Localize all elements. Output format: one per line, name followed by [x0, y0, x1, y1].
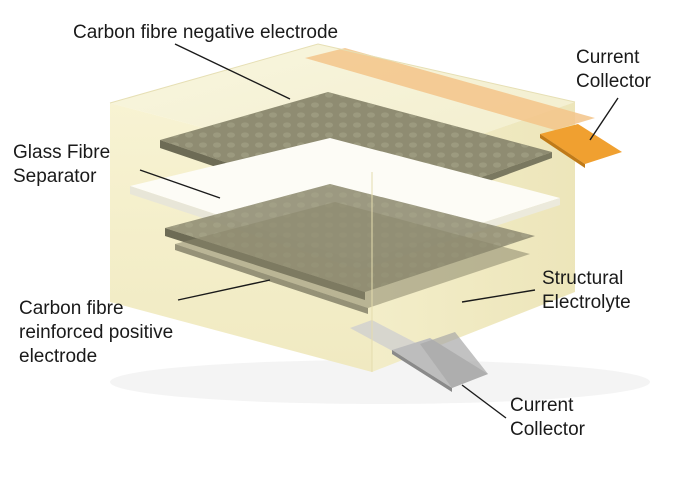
- top-collector-strip: [305, 48, 595, 130]
- leader-negative-electrode: [174, 43, 291, 100]
- negative-electrode-text: Carbon fibre negative electrode: [73, 22, 339, 43]
- electrolyte-text-line1: Structural: [542, 268, 624, 289]
- top-collector-text-line1: Current: [576, 47, 640, 68]
- bottom-collector-label: Current Collector: [510, 394, 585, 442]
- bottom-collector-inner: [350, 320, 420, 354]
- top-collector-text-line2: Collector: [576, 71, 651, 92]
- leader-positive-electrode: [177, 279, 271, 301]
- positive-electrode-text-line1: Carbon fibre: [19, 298, 124, 319]
- positive-electrode-text-line2: reinforced positive: [19, 322, 174, 343]
- bottom-collector-tab-edge: [392, 350, 452, 392]
- top-collector-label: Current Collector: [576, 46, 651, 94]
- ground-shadow: [110, 360, 650, 404]
- top-collector-tab: [540, 124, 622, 164]
- bottom-collector-text-line1: Current: [510, 395, 574, 416]
- positive-electrode-text-line3: electrode: [19, 346, 98, 367]
- positive-electrode-label: Carbon fibre reinforced positive electro…: [19, 297, 173, 369]
- block-top-edge: [109, 43, 576, 104]
- leader-bottom-collector: [461, 384, 507, 419]
- top-collector-tab-edge: [540, 134, 585, 168]
- leader-separator: [139, 169, 221, 199]
- leader-lines: [139, 43, 619, 419]
- leader-electrolyte: [461, 289, 536, 303]
- electrolyte-text-line2: Electrolyte: [542, 292, 631, 313]
- positive-electrode-second-layer: [175, 202, 530, 308]
- bottom-collector-tab-shade: [420, 332, 488, 388]
- bottom-collector-text-line2: Collector: [510, 419, 585, 440]
- separator-text-line1: Glass Fibre: [13, 142, 111, 163]
- negative-electrode-label: Carbon fibre negative electrode: [73, 21, 338, 45]
- separator-label: Glass Fibre Separator: [13, 141, 110, 189]
- separator-text-line2: Separator: [13, 166, 97, 187]
- positive-electrode-second-edge: [175, 244, 368, 314]
- electrolyte-label: Structural Electrolyte: [542, 267, 631, 315]
- leader-top-collector: [589, 97, 619, 141]
